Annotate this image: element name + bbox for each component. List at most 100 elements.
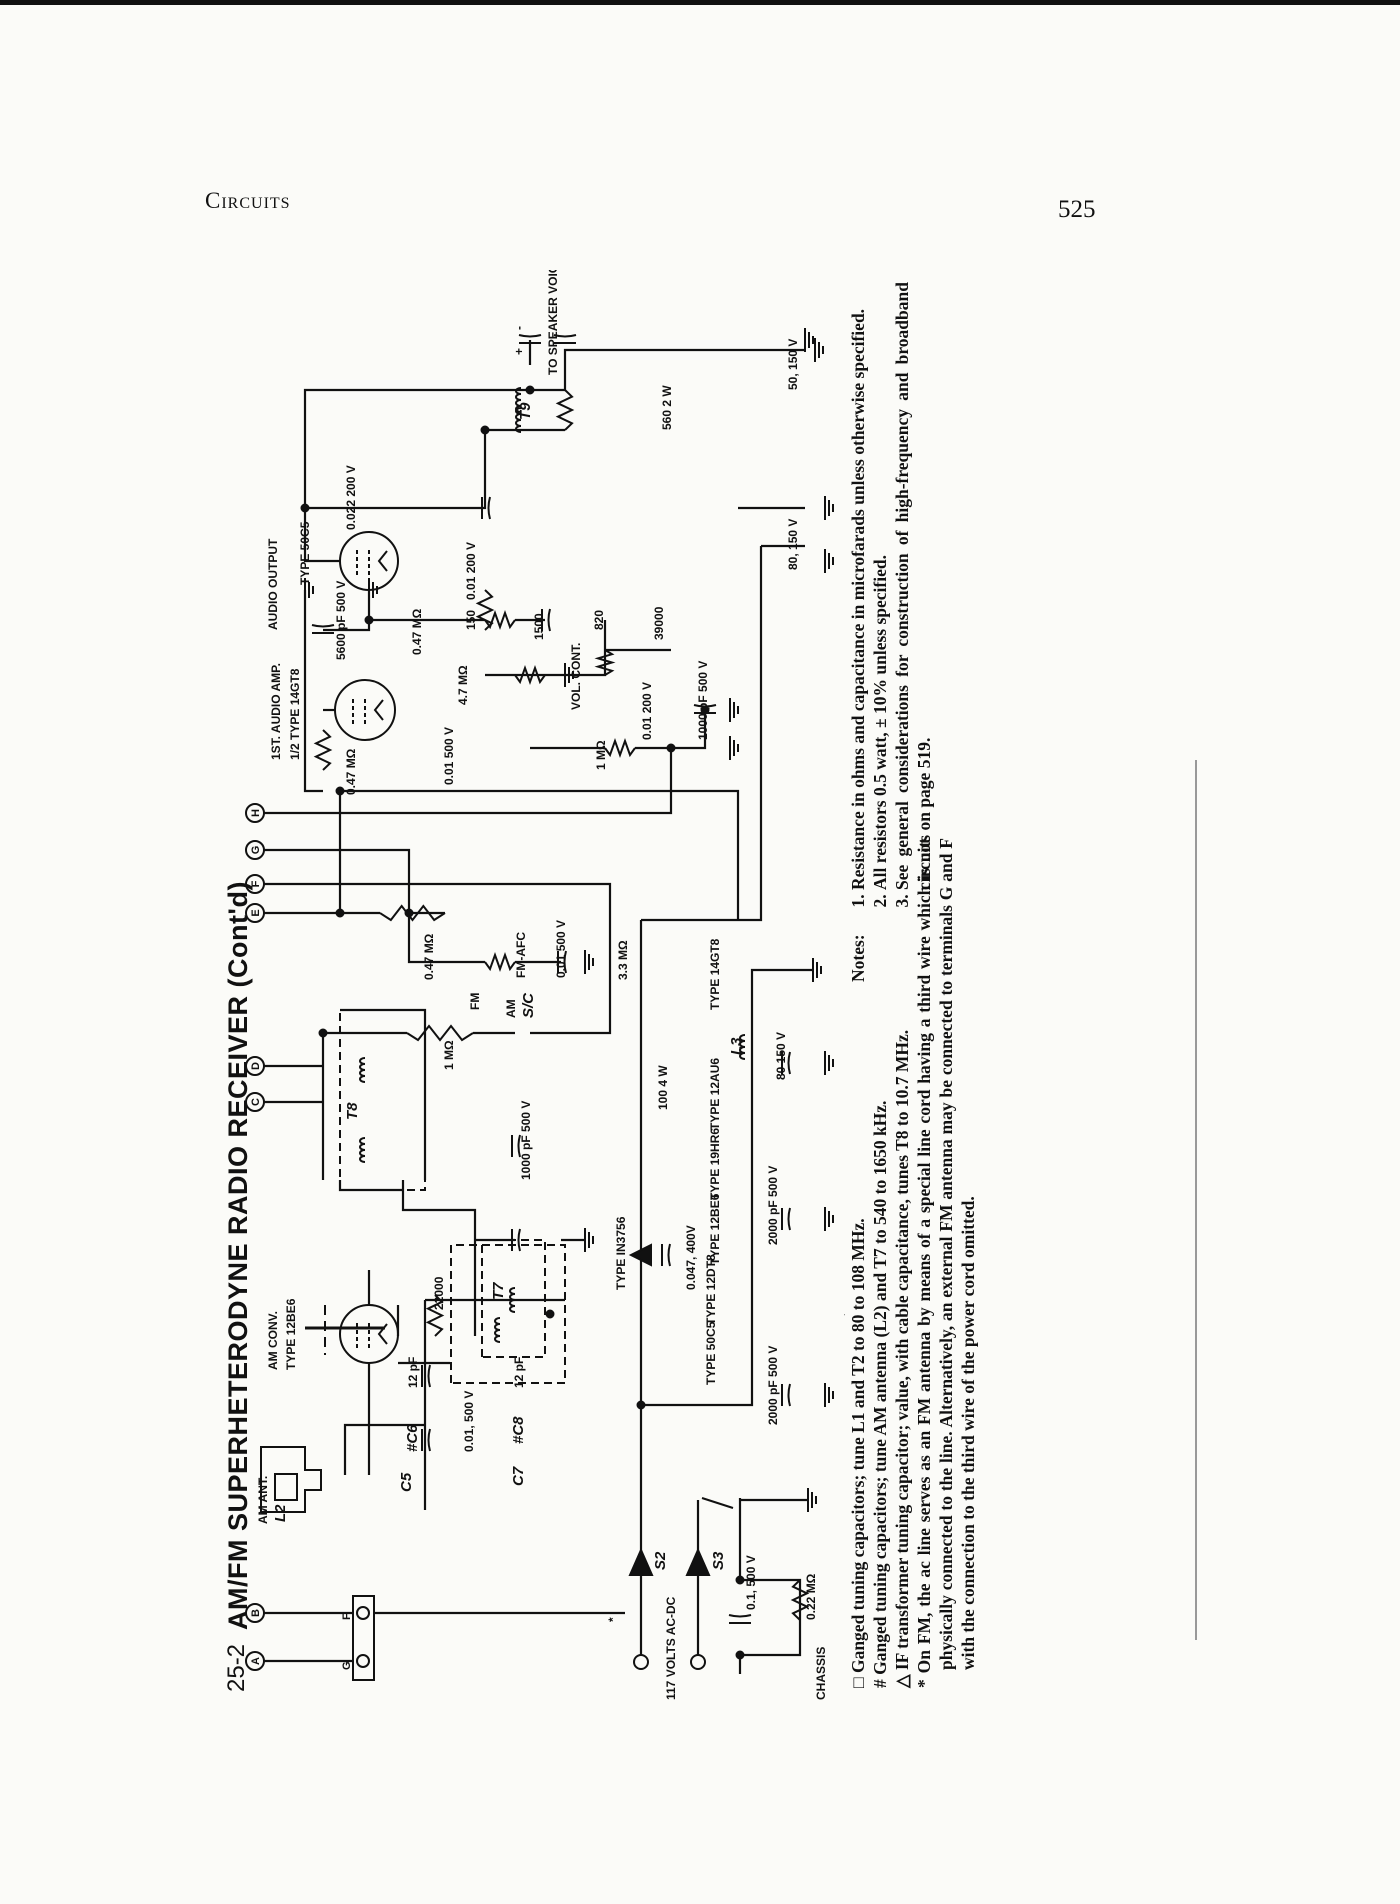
component-label-r100: 100 4 W <box>656 1065 670 1110</box>
component-label-chassis: CHASSIS <box>814 1647 828 1700</box>
wire <box>264 882 612 1035</box>
terminal-h <box>245 803 265 823</box>
wire <box>323 590 371 632</box>
component-label-heater-12au6: TYPE 12AU6 <box>708 1058 722 1130</box>
junction-dot <box>525 385 535 395</box>
component-label-l3: L3 <box>728 1037 745 1055</box>
component-label-c001-200-vol: 0.01 200 V <box>640 682 654 740</box>
terminal-label: F <box>250 880 262 887</box>
scan-margin-line <box>1195 760 1197 1640</box>
component-label-first-audio: 1ST. AUDIO AMP. <box>269 663 283 760</box>
component-label-r22000: 22000 <box>432 1276 446 1310</box>
terminal-e <box>245 903 265 923</box>
component-label-c50: 50, 150 V <box>786 339 800 390</box>
rotated-figure: 25-2 AM/FM SUPERHETERODYNE RADIO RECEIVE… <box>185 270 1045 1770</box>
section-header: Circuits <box>205 188 291 213</box>
capacitor-plate <box>553 334 577 338</box>
component-label-r047-out: 0.47 MΩ <box>410 608 424 655</box>
switch-s2-arrow-icon <box>628 1547 654 1576</box>
capacitor-plate <box>667 1243 671 1267</box>
component-label-c0047: 0.047, 400V <box>684 1225 698 1290</box>
capacitor-plate <box>427 1428 431 1452</box>
tube-14gt8-icon <box>334 679 396 741</box>
resistor <box>484 952 516 972</box>
terminal-c <box>245 1092 265 1112</box>
component-label-heater-12dt8: TYPE 12DT8 <box>704 1254 718 1325</box>
component-label-am: AM <box>504 999 518 1018</box>
resistor <box>475 589 495 631</box>
component-label-s3: S3 <box>710 1551 727 1570</box>
wire <box>343 1423 425 1475</box>
component-label-c2000-b: 2000 pF 500 V <box>766 1166 780 1245</box>
coil-icon <box>509 1287 516 1313</box>
component-label-r022m: 0.22 MΩ <box>804 1573 818 1620</box>
component-label-r39000: 39000 <box>652 606 666 640</box>
junction-dot <box>318 1028 328 1038</box>
capacitor-plate <box>487 496 491 520</box>
tuning-gang-box <box>450 1244 566 1384</box>
component-label-c2000-a: 2000 pF 500 V <box>766 1346 780 1425</box>
footnote-symbol: △ <box>892 1674 912 1688</box>
resistor <box>514 665 546 685</box>
coil-icon <box>739 1034 746 1060</box>
component-label-c5: C5 <box>398 1472 415 1492</box>
tube-12be6-icon <box>339 1304 399 1364</box>
connector-pin-label: G <box>341 1661 353 1670</box>
if-transformer-t7-box <box>481 1239 546 1358</box>
terminal-d <box>245 1056 265 1076</box>
component-label-r1m-vol: 1 MΩ <box>594 740 608 770</box>
component-label-c001-500-afc: 0.01 500 V <box>554 920 568 978</box>
connector-pin-g <box>356 1654 370 1668</box>
resistor <box>406 1024 474 1042</box>
component-label-c1000-if: 1000 pF 500 V <box>519 1101 533 1180</box>
component-label-type-in3756: TYPE IN3756 <box>614 1216 628 1290</box>
footnote-text: Ganged tuning capacitors; tune AM antenn… <box>870 1100 890 1675</box>
capacitor-plate <box>787 1051 791 1075</box>
wire <box>530 348 805 392</box>
component-label-c12pf-b: 12 pF <box>512 1357 526 1388</box>
resistor <box>425 1294 445 1337</box>
component-label-t7: T7 <box>490 1282 507 1300</box>
component-label-audio-output: AUDIO OUTPUT <box>266 538 280 630</box>
capacitor-plate <box>427 1364 431 1388</box>
junction-dot <box>335 786 345 796</box>
terminal-label: C <box>250 1098 262 1106</box>
component-label-c1000-aud: 1000 pF 500 V <box>696 661 710 740</box>
component-label-c0022: 0.022 200 V <box>344 465 358 530</box>
component-label-r1500: 1500 <box>532 613 546 640</box>
junction-dot <box>545 1309 555 1319</box>
component-label-r1m-if: 1 MΩ <box>442 1040 456 1070</box>
component-label-fm-afc: FM-AFC <box>514 932 528 978</box>
terminal-label: E <box>250 909 262 916</box>
connector-pin-f <box>356 1606 370 1620</box>
wire <box>264 748 673 815</box>
component-label-r560: 560 2 W <box>660 385 674 430</box>
component-label-fm: FM <box>468 993 482 1010</box>
tube-cathode-icon <box>373 699 384 721</box>
mains-input-terminal <box>690 1654 706 1670</box>
component-label-r150: 150 <box>464 610 478 630</box>
switch-s3-blade <box>701 1497 734 1509</box>
component-label-type-12be6: TYPE 12BE6 <box>284 1298 298 1370</box>
terminal-a <box>245 1651 265 1671</box>
wire <box>641 968 813 1407</box>
component-label-star: * <box>606 1617 620 1622</box>
coil-icon <box>515 407 522 433</box>
notes-label: Notes: <box>848 934 868 982</box>
note-item: See general considerations for construct… <box>891 282 935 890</box>
component-label-sc: S/C <box>520 992 537 1018</box>
component-label-c7: C7 <box>510 1466 527 1486</box>
component-label-t9: T9 <box>517 402 534 420</box>
component-label-c001-500-cpl: 0.01 500 V <box>442 727 456 785</box>
component-label-heater-12be6: TYPE 12BE6 <box>708 1193 722 1265</box>
capacitor-plate <box>311 624 335 628</box>
wire <box>340 789 740 920</box>
junction-dot <box>480 425 490 435</box>
component-label-r820: 820 <box>592 610 606 630</box>
wire <box>407 911 485 964</box>
component-label-c01-500: 0.1, 500 V <box>744 1555 758 1610</box>
capacitor-plate <box>517 1134 521 1158</box>
junction-dot <box>735 1650 745 1660</box>
component-label-c12pf-a: 12 pF <box>406 1357 420 1388</box>
wire <box>303 590 323 793</box>
